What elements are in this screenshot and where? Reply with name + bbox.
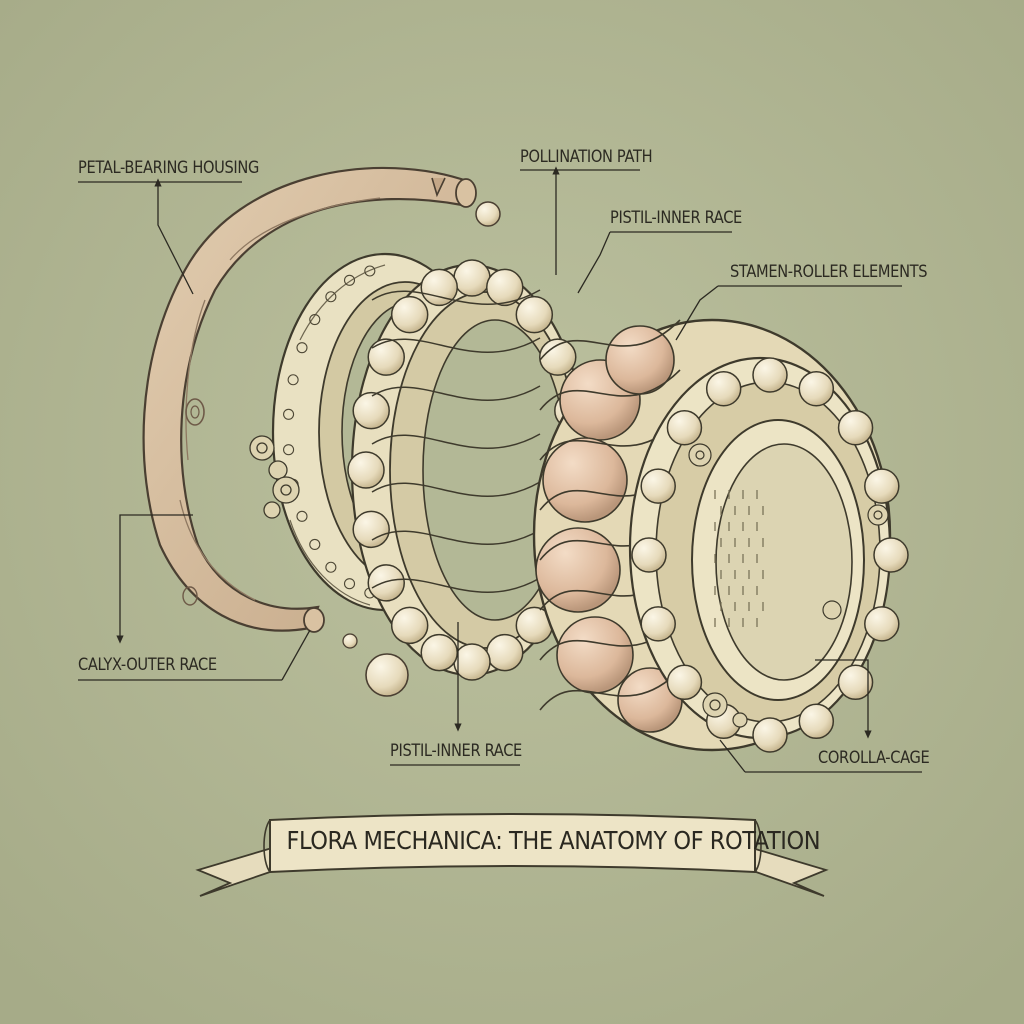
vine-strand xyxy=(371,385,541,402)
filigree-swirl xyxy=(325,291,337,303)
roller-ball xyxy=(352,391,390,430)
filigree-swirl xyxy=(283,408,295,420)
vine-strand xyxy=(539,369,681,411)
title-banner xyxy=(195,813,829,897)
filigree-swirl xyxy=(309,314,321,326)
filigree-swirl xyxy=(287,374,299,386)
roller-ball xyxy=(453,259,491,297)
roller-ball xyxy=(752,357,788,393)
label-stamen-roller-elements: STAMEN-ROLLER ELEMENTS xyxy=(730,262,928,282)
petal-sphere-row xyxy=(535,325,683,733)
banner-title: FLORA MECHANICA: THE ANATOMY OF ROTATION xyxy=(286,826,821,855)
roller-ball xyxy=(873,537,909,573)
vine-strand xyxy=(371,433,541,450)
roller-ball xyxy=(367,338,405,376)
roller-ball xyxy=(837,664,874,701)
label-corolla-cage: COROLLA-CAGE xyxy=(818,748,930,768)
gear-cluster xyxy=(249,435,300,519)
roller-ball xyxy=(631,537,667,573)
label-pollination-path: POLLINATION PATH xyxy=(520,147,653,167)
label-calyx-outer-race: CALYX-OUTER RACE xyxy=(78,655,217,675)
roller-ball xyxy=(390,295,429,334)
vine-strand xyxy=(371,529,541,546)
roller-ball xyxy=(752,717,788,753)
gear-cluster xyxy=(688,443,889,728)
vine-strand xyxy=(539,669,681,711)
roller-ball xyxy=(798,370,835,407)
ball-row xyxy=(631,357,909,753)
roller-ball xyxy=(347,451,385,489)
roller-ball xyxy=(864,606,900,642)
vine-strand xyxy=(371,481,541,498)
roller-bearing-ring xyxy=(532,318,909,753)
roller-ball xyxy=(640,606,676,642)
petal-sphere xyxy=(542,437,628,523)
leader-lines xyxy=(78,166,922,773)
roller-ball xyxy=(798,703,835,740)
roller-ball xyxy=(486,633,524,672)
roller-ball xyxy=(352,510,390,549)
filigree-swirl xyxy=(296,342,308,354)
roller-ball xyxy=(420,633,458,672)
roller-ball xyxy=(666,664,703,701)
filigree-swirl xyxy=(343,578,356,590)
label-pistil-inner-race-top: PISTIL-INNER RACE xyxy=(610,208,742,228)
vine-strand xyxy=(371,337,541,354)
petal-sphere xyxy=(556,616,634,694)
roller-ball xyxy=(367,564,405,602)
petal-sphere xyxy=(535,527,621,613)
roller-ball xyxy=(640,468,676,504)
roller-ball xyxy=(837,409,874,446)
filigree-swirl xyxy=(364,265,376,277)
inner-race-ring xyxy=(347,259,597,681)
label-petal-bearing-housing: PETAL-BEARING HOUSING xyxy=(78,158,259,178)
vine-strand xyxy=(539,319,681,361)
bore-shading xyxy=(714,490,764,627)
roller-ball xyxy=(864,468,900,504)
roller-ball xyxy=(666,409,703,446)
filigree-swirl xyxy=(343,274,356,286)
filigree-swirl xyxy=(283,444,295,456)
vine-strand xyxy=(371,577,541,594)
filigree-swirl xyxy=(325,561,337,573)
filigree-swirl xyxy=(309,538,321,550)
filigree-swirl xyxy=(296,510,308,522)
loose-ball xyxy=(365,653,409,697)
roller-ball xyxy=(453,643,491,681)
loose-ball xyxy=(475,201,501,227)
vine-wrapping xyxy=(371,289,541,594)
roller-ball xyxy=(539,338,577,376)
label-pistil-inner-race-bottom: PISTIL-INNER RACE xyxy=(390,741,522,761)
vine-strand xyxy=(371,289,541,306)
roller-ball xyxy=(486,268,524,307)
roller-ball xyxy=(420,268,458,307)
roller-ball xyxy=(390,606,429,645)
roller-ball xyxy=(515,295,554,334)
loose-ball xyxy=(342,633,358,649)
branch-housing xyxy=(142,166,477,633)
roller-ball xyxy=(705,370,742,407)
